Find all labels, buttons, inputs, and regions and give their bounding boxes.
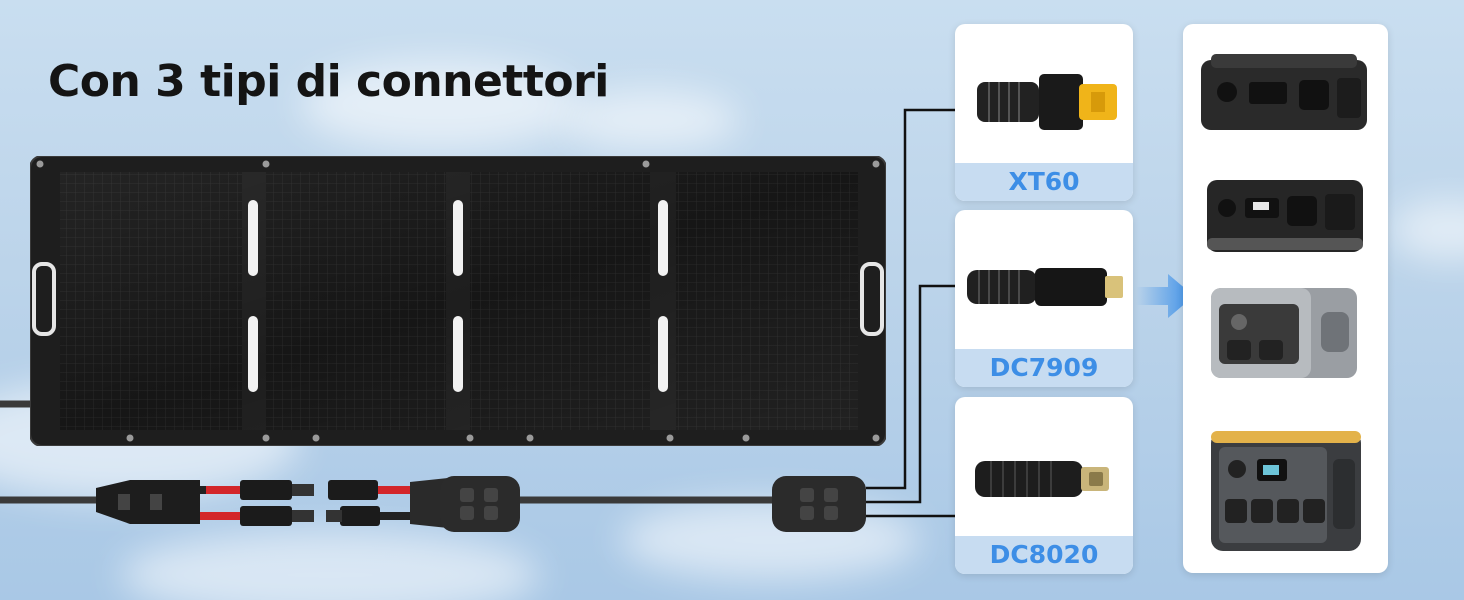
connector-label: DC7909	[955, 349, 1133, 387]
output-splitter	[772, 476, 866, 532]
mc4-connector	[326, 480, 380, 526]
connector-card-dc7909: DC7909	[955, 210, 1133, 387]
compatible-devices-panel	[1183, 24, 1388, 573]
cloud	[120, 530, 540, 600]
cloud	[560, 90, 740, 150]
mc4-connector	[240, 480, 314, 526]
dc7909-connector-icon	[967, 268, 1123, 306]
power-station-icon	[1211, 288, 1357, 378]
merge-block	[410, 476, 520, 532]
power-station-icon	[1211, 431, 1361, 551]
connector-label: DC8020	[955, 536, 1133, 574]
connector-card-xt60: XT60	[955, 24, 1133, 201]
arrow-right-icon	[1136, 274, 1194, 318]
y-splitter	[96, 480, 200, 524]
xt60-connector-icon	[977, 74, 1117, 130]
power-station-icon	[1201, 54, 1367, 130]
cloud	[300, 60, 580, 150]
connector-label: XT60	[955, 163, 1133, 201]
connector-card-dc8020: DC8020	[955, 397, 1133, 574]
headline: Con 3 tipi di connettori	[48, 56, 609, 107]
cloud	[620, 500, 920, 580]
dc8020-connector-icon	[975, 461, 1109, 497]
power-station-icon	[1207, 180, 1363, 252]
solar-panel	[30, 156, 886, 446]
